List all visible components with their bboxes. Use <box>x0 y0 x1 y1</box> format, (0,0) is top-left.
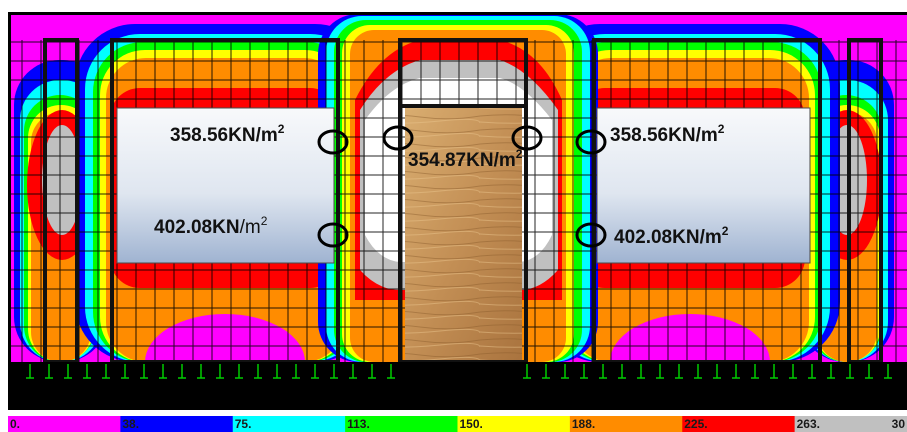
legend-label: 30 <box>892 417 906 431</box>
contour-right-bottom-pocket <box>610 314 770 362</box>
legend-label: 38. <box>122 417 139 431</box>
legend-label: 0. <box>10 417 20 431</box>
door-wood-grain <box>405 108 522 363</box>
legend-label: 225. <box>684 417 707 431</box>
marker-left-top <box>317 129 349 155</box>
legend-label: 188. <box>572 417 595 431</box>
legend-label: 75. <box>235 417 252 431</box>
legend-swatch <box>794 416 907 432</box>
ground-slab <box>8 362 907 410</box>
legend-swatch <box>569 416 683 432</box>
label-left-top: 358.56KN/m2 <box>170 122 285 146</box>
marker-right-top <box>575 129 607 155</box>
legend-swatch <box>232 416 346 432</box>
color-legend: 0. 38. 75. 113. 150. 188. 225. 263. 30 <box>8 416 907 432</box>
marker-right-bottom <box>575 222 607 248</box>
contour-left-pier-grey <box>42 125 82 235</box>
marker-door-right <box>511 125 543 151</box>
legend-label: 263. <box>797 417 820 431</box>
top-border <box>8 12 907 15</box>
label-right-bottom: 402.08KN/m2 <box>614 224 729 248</box>
label-right-top: 358.56KN/m2 <box>610 122 725 146</box>
label-left-bottom: 402.08KN/m2 <box>154 214 268 238</box>
legend-swatch <box>682 416 796 432</box>
support-markers <box>26 364 892 379</box>
legend-swatch <box>8 416 121 432</box>
left-window-opening <box>116 107 335 264</box>
legend-label: 150. <box>460 417 483 431</box>
legend-swatch <box>457 416 571 432</box>
right-window-opening <box>596 107 811 264</box>
marker-door-left <box>382 125 414 151</box>
legend-label: 113. <box>347 417 370 431</box>
label-door: 354.87KN/m2 <box>408 147 523 171</box>
contour-left-bottom-pocket <box>145 314 305 362</box>
marker-left-bottom <box>317 222 349 248</box>
stress-point-markers <box>317 125 607 248</box>
left-border <box>8 12 11 410</box>
legend-swatch <box>120 416 234 432</box>
legend-swatch <box>345 416 458 432</box>
